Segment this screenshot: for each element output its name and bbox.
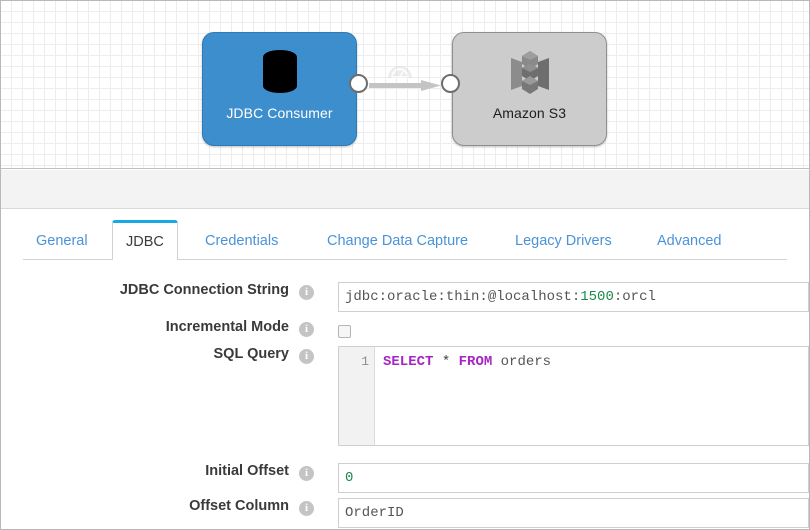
output-port[interactable] [349, 74, 368, 93]
initial-offset-field-cell: 0 [338, 463, 809, 493]
tab-credentials[interactable]: Credentials [205, 232, 279, 249]
tab-change-data-capture[interactable]: Change Data Capture [327, 232, 469, 249]
row-connection-string: JDBC Connection String i jdbc:oracle:thi… [1, 282, 809, 312]
connection-string-input[interactable]: jdbc:oracle:thin:@localhost:1500:orcl [338, 282, 809, 312]
row-sql-query: SQL Query i 1 SELECT * FROM orders [1, 346, 809, 446]
input-port[interactable] [441, 74, 460, 93]
sql-keyword-select: SELECT [383, 354, 434, 370]
initial-offset-value: 0 [345, 470, 354, 486]
sql-query-label: SQL Query [213, 346, 289, 362]
row-incremental-mode: Incremental Mode i [1, 319, 809, 338]
tab-general[interactable]: General [36, 232, 88, 249]
connection-string-prefix: jdbc:oracle:thin:@localhost: [345, 289, 581, 305]
database-icon [255, 47, 305, 99]
tabs-underline [23, 259, 787, 260]
tab-advanced[interactable]: Advanced [657, 232, 722, 249]
tab-legacy-drivers[interactable]: Legacy Drivers [515, 232, 612, 249]
line-number-gutter: 1 [339, 347, 375, 445]
row-initial-offset: Initial Offset i 0 [1, 463, 809, 493]
info-icon[interactable]: i [299, 349, 314, 364]
sql-query-field-cell: 1 SELECT * FROM orders [338, 346, 809, 446]
offset-column-label: Offset Column [189, 498, 289, 514]
info-icon[interactable]: i [299, 466, 314, 481]
properties-toolbar-band [1, 170, 809, 209]
offset-column-input[interactable]: OrderID [338, 498, 809, 528]
incremental-mode-checkbox[interactable] [338, 325, 351, 338]
sql-query-code[interactable]: SELECT * FROM orders [375, 347, 808, 445]
connection-string-field-cell: jdbc:oracle:thin:@localhost:1500:orcl [338, 282, 809, 312]
sql-operator-star: * [433, 354, 459, 370]
initial-offset-label: Initial Offset [205, 463, 289, 479]
pipeline-canvas[interactable]: JDBC Consumer Amazon S3 [1, 1, 809, 169]
row-offset-column: Offset Column i OrderID [1, 498, 809, 528]
stage-jdbc-consumer[interactable]: JDBC Consumer [202, 32, 357, 146]
connection-string-port: 1500 [580, 289, 614, 305]
sql-table-name: orders [492, 354, 552, 370]
tab-jdbc[interactable]: JDBC [112, 220, 178, 260]
sql-query-editor[interactable]: 1 SELECT * FROM orders [338, 346, 809, 446]
gauge-icon [387, 62, 413, 79]
properties-tabs: General JDBC Credentials Change Data Cap… [1, 209, 809, 260]
info-icon[interactable]: i [299, 322, 314, 337]
sql-keyword-from: FROM [458, 354, 493, 370]
incremental-mode-label: Incremental Mode [165, 319, 289, 335]
stage-amazon-s3[interactable]: Amazon S3 [452, 32, 607, 146]
offset-column-field-cell: OrderID [338, 498, 809, 528]
connection-string-suffix: :orcl [613, 289, 656, 305]
initial-offset-input[interactable]: 0 [338, 463, 809, 493]
info-icon[interactable]: i [299, 285, 314, 300]
incremental-mode-field-cell [338, 319, 809, 338]
arrow-right-icon [369, 78, 441, 91]
info-icon[interactable]: i [299, 501, 314, 516]
stage-label: JDBC Consumer [226, 105, 333, 121]
aws-s3-bucket-icon [507, 47, 553, 99]
connection-string-label: JDBC Connection String [119, 282, 289, 298]
stage-label: Amazon S3 [492, 105, 567, 121]
